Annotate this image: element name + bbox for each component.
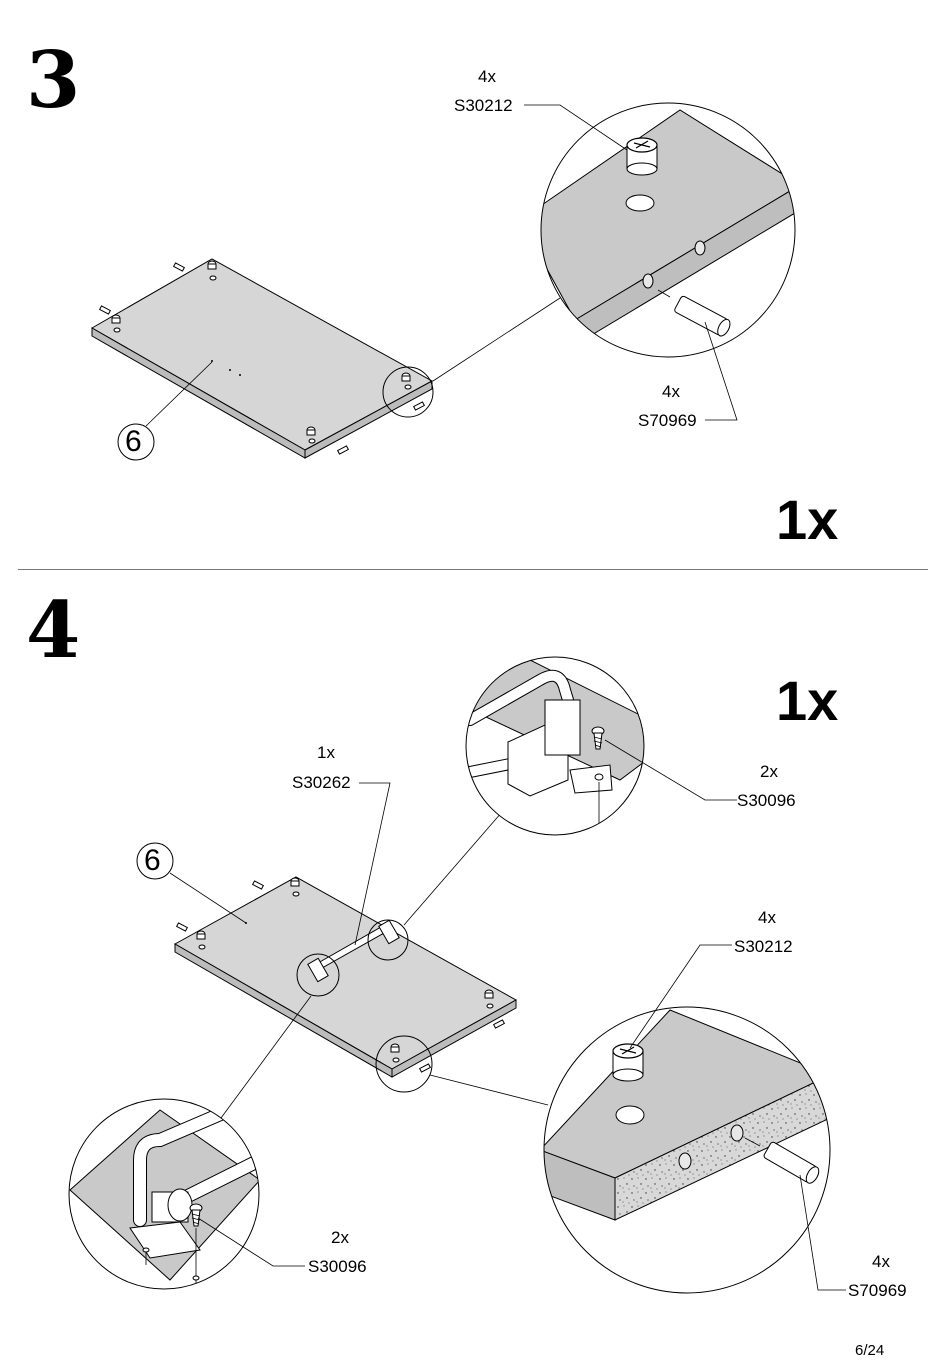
callout-code: S30262 (292, 773, 351, 792)
step-number: 4 (26, 585, 81, 676)
step3-callout-leaders (524, 104, 738, 421)
callout-qty: 1x (317, 743, 335, 762)
callout-qty: 2x (760, 762, 778, 781)
callout-qty: 4x (478, 67, 496, 86)
page-number: 6/24 (855, 1342, 885, 1359)
part-number: 6 (125, 425, 142, 458)
callout-qty: 4x (872, 1252, 890, 1271)
step4-zoom-leaders (220, 811, 549, 1119)
step4-panel (173, 876, 518, 1078)
step4-callout-leaders (197, 739, 846, 1291)
step4-detail-cam (543, 1006, 831, 1294)
step3-zoom-leader (432, 297, 561, 382)
callout-code: S30212 (454, 96, 513, 115)
step4-part-leader (169, 872, 247, 924)
callout-qty: 2x (331, 1228, 349, 1247)
part-number: 6 (144, 844, 161, 877)
step3-zoom-ring (382, 366, 434, 418)
callout-code: S70969 (638, 411, 697, 430)
step4-detail-bracket-top (465, 656, 645, 836)
step4-detail-bracket-bottom (68, 1098, 260, 1290)
step3-part-leader (145, 361, 213, 427)
step4-part-circle (136, 842, 174, 880)
step3-detail-view (540, 102, 796, 358)
callout-code: S30212 (734, 937, 793, 956)
callout-qty: 4x (758, 908, 776, 927)
step4-zoom-rings (296, 919, 433, 1093)
callout-code: S70969 (848, 1281, 907, 1300)
callout-qty: 4x (662, 382, 680, 401)
step3-part-circle (117, 423, 155, 461)
panel-quantity: 1x (776, 669, 839, 732)
step-number: 3 (26, 35, 81, 126)
callout-code: S30096 (308, 1257, 367, 1276)
callout-code: S30096 (737, 791, 796, 810)
step-divider (18, 569, 928, 570)
step3-panel (90, 258, 434, 459)
panel-quantity: 1x (776, 488, 839, 551)
